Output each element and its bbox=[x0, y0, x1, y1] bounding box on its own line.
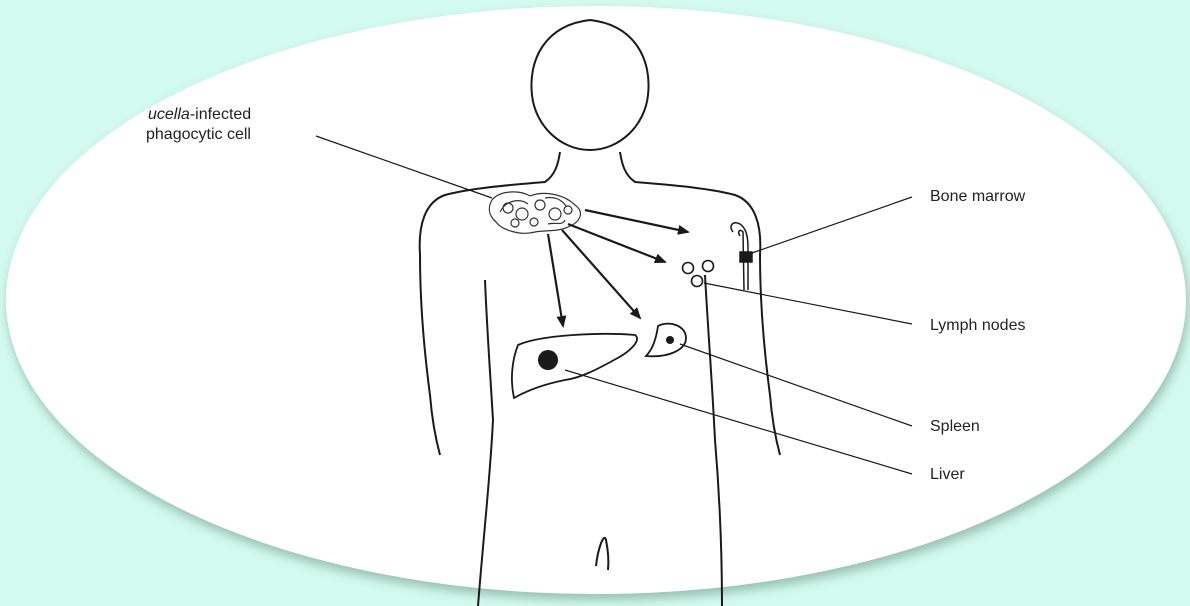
label-lymph-nodes: Lymph nodes bbox=[930, 317, 1025, 335]
leader-bone-marrow bbox=[752, 197, 912, 253]
leader-liver bbox=[565, 370, 912, 474]
legs-gap bbox=[596, 538, 608, 570]
leader-infected-cell bbox=[316, 136, 492, 198]
leader-spleen bbox=[680, 344, 912, 426]
arrow-to-spleen bbox=[562, 230, 640, 318]
liver-icon bbox=[512, 334, 637, 398]
spleen-icon bbox=[646, 324, 686, 357]
label-infected-cell-rest: -infected bbox=[190, 106, 251, 123]
lymph-nodes-icon bbox=[683, 261, 714, 287]
bone-marrow-icon bbox=[731, 223, 752, 290]
arrow-to-bone-marrow bbox=[585, 210, 688, 232]
label-infected-cell-italic: ucella bbox=[148, 106, 190, 123]
arrow-to-liver bbox=[548, 234, 563, 326]
label-infected-cell-line1: ucella-infected bbox=[148, 106, 251, 124]
torso-right bbox=[715, 440, 722, 606]
infected-cell-icon bbox=[489, 192, 580, 233]
label-liver: Liver bbox=[930, 466, 965, 484]
left-arm-inner bbox=[485, 280, 493, 420]
leader-lymph-nodes bbox=[704, 283, 912, 324]
label-spleen: Spleen bbox=[930, 418, 980, 436]
label-infected-cell-line2: phagocytic cell bbox=[146, 126, 251, 144]
arrow-to-lymph-nodes bbox=[568, 224, 665, 262]
label-bone-marrow: Bone marrow bbox=[930, 188, 1025, 206]
torso-left bbox=[478, 420, 493, 606]
right-arm-inner bbox=[705, 275, 715, 440]
